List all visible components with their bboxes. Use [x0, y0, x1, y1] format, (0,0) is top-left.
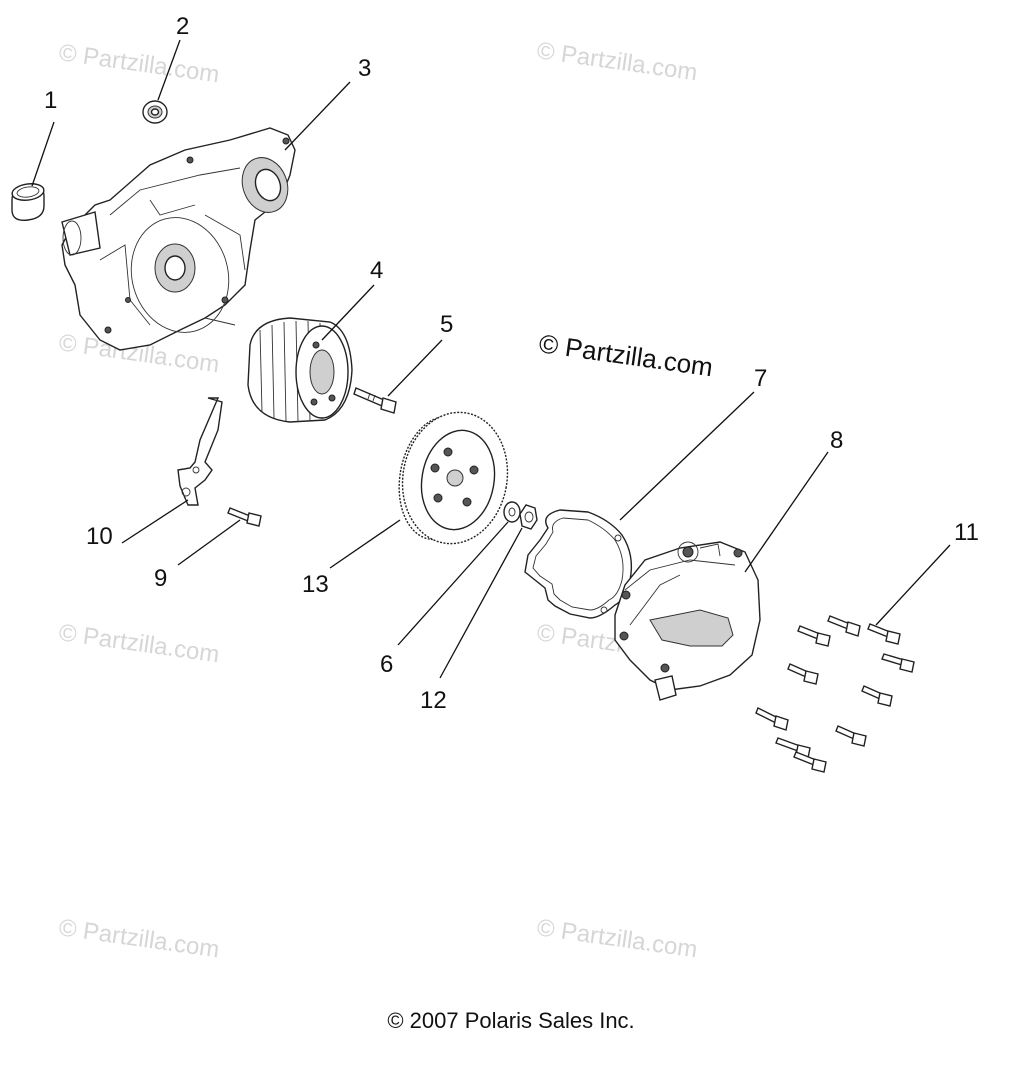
callout-4: 4: [370, 257, 383, 284]
watermark: © Partzilla.com: [57, 39, 221, 88]
callout-13: 13: [302, 571, 329, 598]
callout-7: 7: [754, 365, 767, 392]
bolt: [861, 685, 893, 707]
callout-1: 1: [44, 87, 57, 114]
callout-11: 11: [954, 519, 979, 546]
part-3-crankcase: [61, 127, 296, 351]
callout-9: 9: [154, 565, 167, 592]
watermark: © Partzilla.com: [535, 37, 699, 86]
part-13-flywheel: [398, 411, 509, 545]
part-11-bolts: [755, 615, 915, 773]
bolt: [787, 663, 819, 685]
watermark: © Partzilla.com: [57, 619, 221, 668]
callout-3: 3: [358, 55, 371, 82]
bolt: [797, 625, 831, 647]
part-2-bearing: [142, 100, 168, 124]
bolt: [881, 653, 915, 673]
callout-8: 8: [830, 427, 843, 454]
part-7-gasket: [524, 509, 633, 619]
part-4-stator: [247, 317, 353, 423]
part-9-bolt: [227, 507, 262, 527]
callouts: 1 2 3 4 5 7 8 10 9 13 6 12 11: [44, 13, 979, 714]
watermark: © Partzilla.com: [57, 914, 221, 963]
bolt: [867, 623, 901, 645]
bolt: [755, 707, 789, 731]
callout-10: 10: [86, 523, 113, 550]
part-1-seal: [11, 183, 45, 221]
bolt: [827, 615, 861, 637]
bolt: [793, 751, 827, 773]
watermark-main: © Partzilla.com: [537, 328, 715, 382]
part-10-bracket: [177, 397, 223, 506]
part-5-bolt: [353, 387, 397, 414]
leader-lines: [31, 39, 951, 679]
callout-2: 2: [176, 13, 189, 40]
part-12-nut: [519, 504, 538, 530]
copyright-text: © 2007 Polaris Sales Inc.: [387, 1008, 635, 1033]
callout-12: 12: [420, 687, 447, 714]
bolt: [835, 725, 867, 747]
callout-6: 6: [380, 651, 393, 678]
part-6-washer: [503, 501, 521, 523]
callout-5: 5: [440, 311, 453, 338]
watermark: © Partzilla.com: [535, 914, 699, 963]
part-8-cover: [614, 541, 761, 701]
